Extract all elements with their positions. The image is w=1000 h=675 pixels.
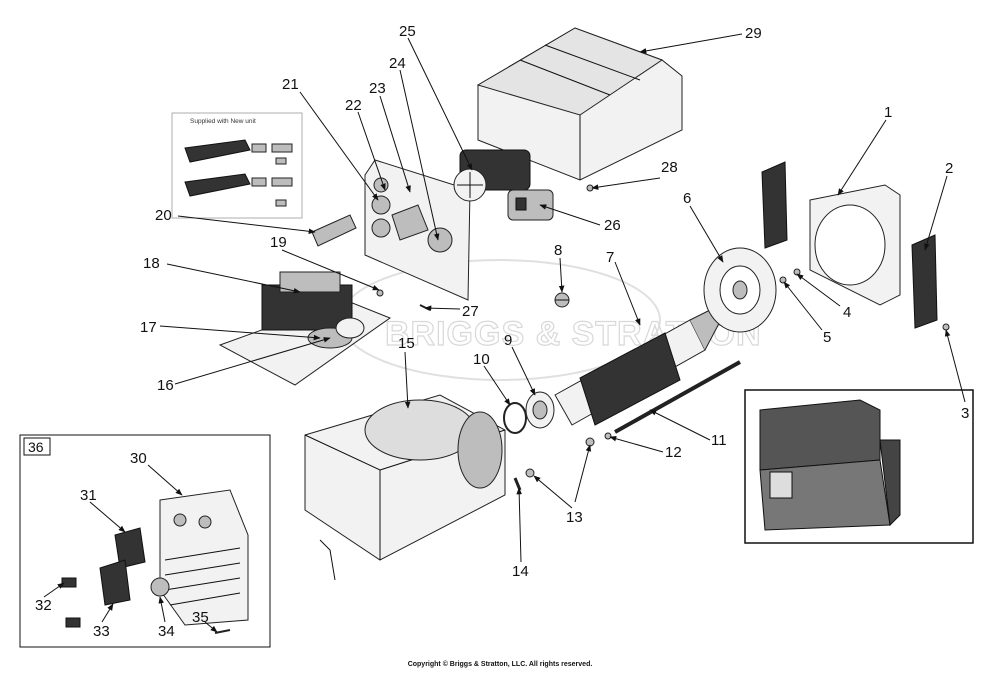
grille-left [761,161,788,249]
callout-31: 31 [80,487,97,504]
brush-holder [554,292,570,308]
through-bolt [614,360,741,434]
copyright-notice: Copyright © Briggs & Stratton, LLC. All … [407,661,593,668]
bearing [525,391,555,429]
callout-26: 26 [604,217,621,234]
callout-30: 30 [130,450,147,467]
selector-switch [453,149,531,202]
callout-21: 21 [282,76,299,93]
callout-10: 10 [473,351,490,368]
callout-5: 5 [823,329,831,346]
callout-25: 25 [399,23,416,40]
callout-32: 32 [35,597,52,614]
assembled-unit-photo [744,389,974,544]
callout-numbers: 1 2 3 4 5 6 7 8 9 10 11 12 13 14 15 16 1… [35,23,969,640]
stator-housing [304,394,506,581]
cover-shroud [476,27,683,181]
control-panel-plate [364,159,471,301]
supplied-parts-box: Supplied with New unit [171,112,303,219]
end-bell [809,184,901,306]
grille-right [911,234,938,329]
callout-11: 11 [711,432,727,449]
callout-24: 24 [389,55,406,72]
terminal-plug [311,214,357,247]
callout-19: 19 [270,234,287,251]
callout-18: 18 [143,255,160,272]
callout-15: 15 [398,335,415,352]
callout-1: 1 [884,104,892,121]
callout-23: 23 [369,80,386,97]
inset-label: 36 [28,439,44,455]
wave-washer [503,402,527,434]
rotor-armature [554,304,726,426]
callout-16: 16 [157,377,174,394]
callout-17: 17 [140,319,157,336]
callout-14: 14 [512,563,529,580]
cooling-fan [703,247,777,333]
callout-29: 29 [745,25,762,42]
callout-2: 2 [945,160,953,177]
callout-8: 8 [554,242,562,259]
callout-6: 6 [683,190,691,207]
callout-33: 33 [93,623,110,640]
callout-12: 12 [665,444,682,461]
callout-28: 28 [661,159,678,176]
transformer-assembly [218,271,392,386]
inset-panel-36: 36 [19,434,271,648]
callout-20: 20 [155,207,172,224]
callout-34: 34 [158,623,175,640]
callout-3: 3 [961,405,969,422]
callout-9: 9 [504,332,512,349]
rotary-switch [507,189,554,221]
callout-35: 35 [192,609,209,626]
callout-7: 7 [606,249,614,266]
supplied-note-text: Supplied with New unit [190,118,256,125]
callout-27: 27 [462,303,479,320]
callout-13: 13 [566,509,583,526]
leader-lines [43,33,966,633]
callout-22: 22 [345,97,362,114]
callout-4: 4 [843,304,851,321]
